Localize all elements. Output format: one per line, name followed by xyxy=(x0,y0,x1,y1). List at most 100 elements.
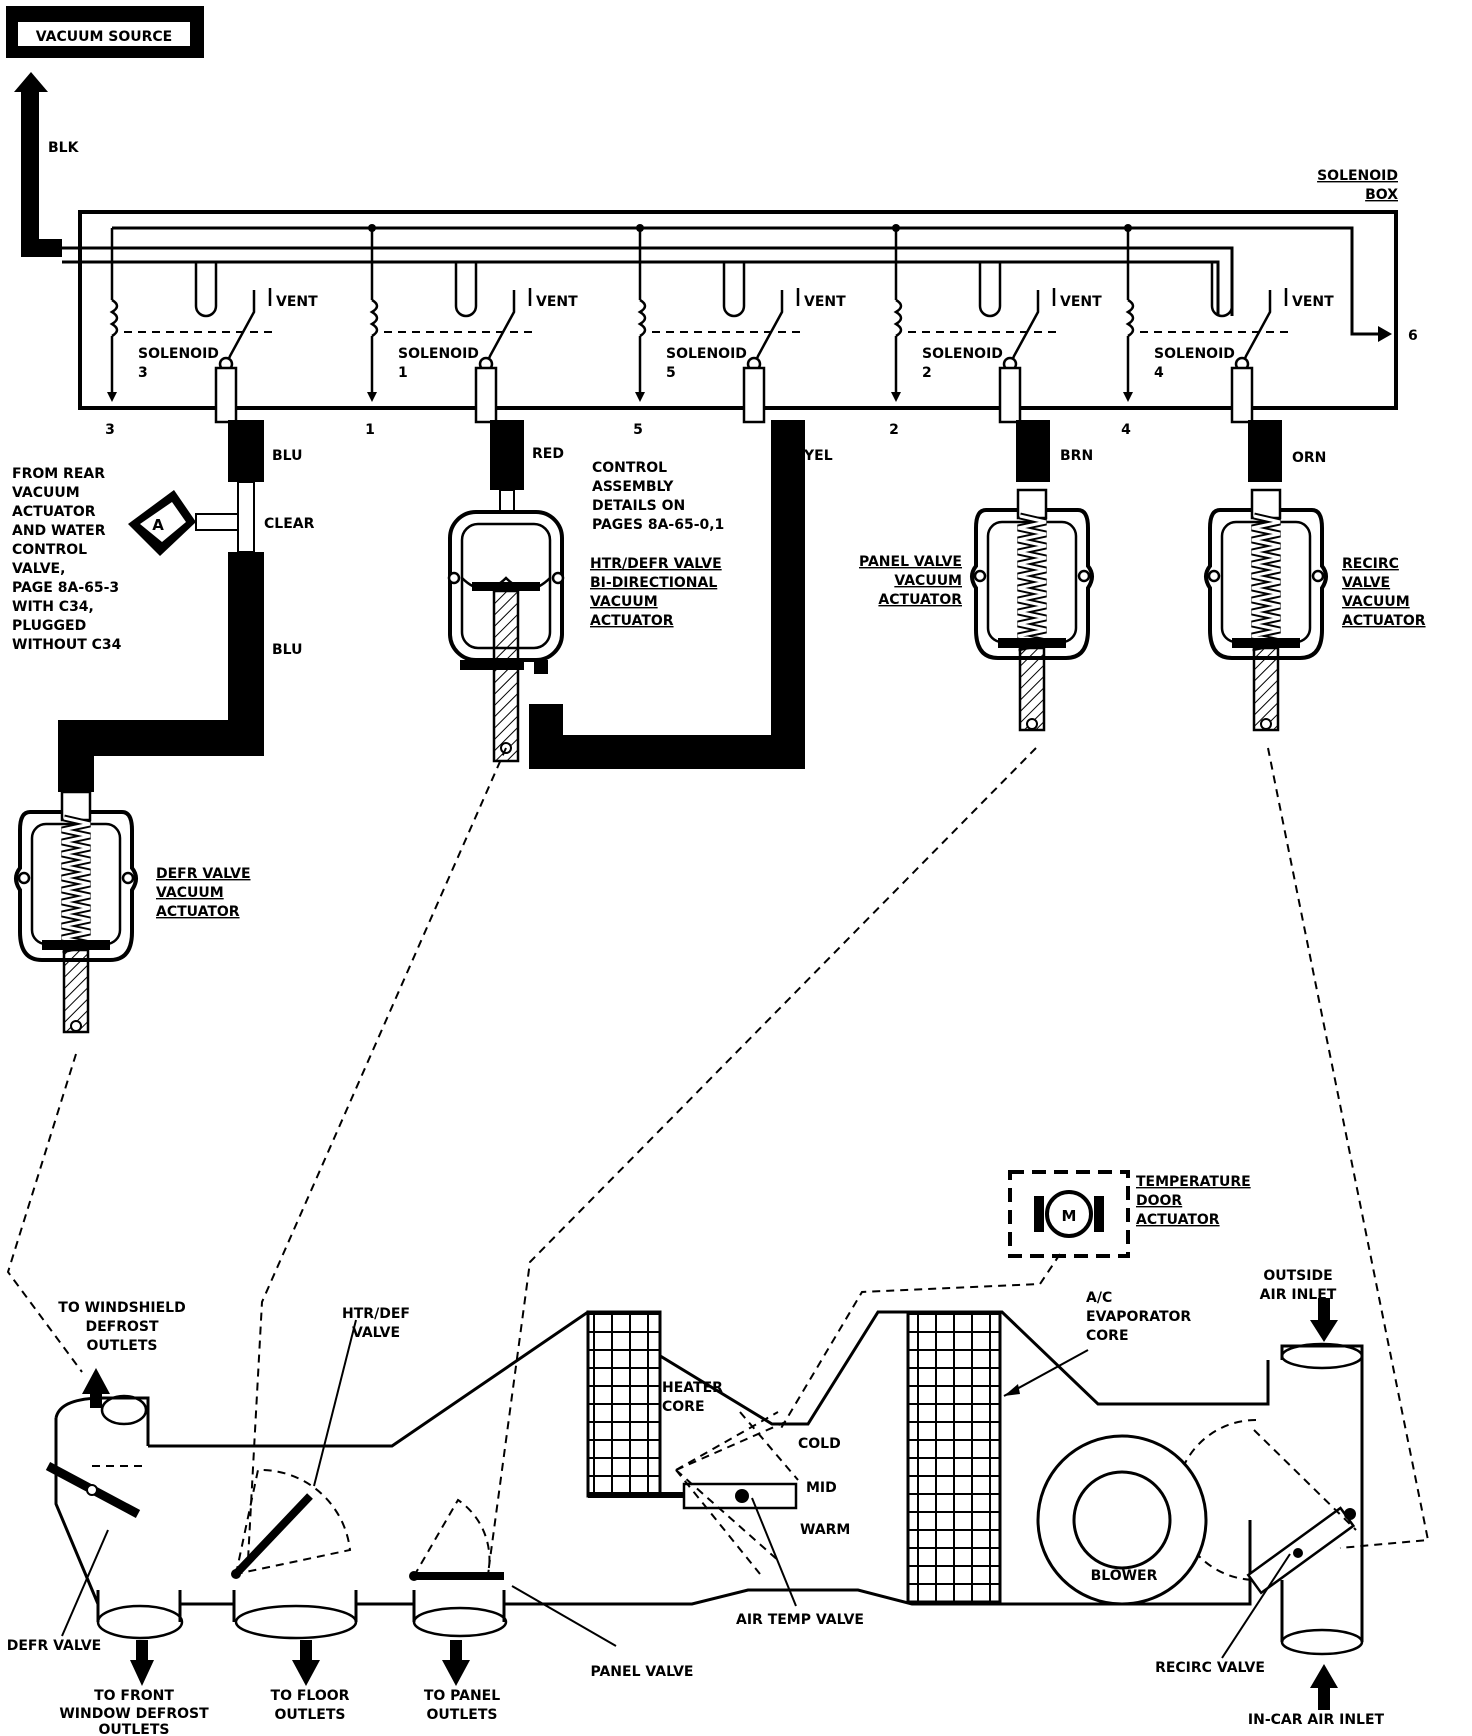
linkage-lines xyxy=(6,747,1430,1575)
svg-text:DOOR: DOOR xyxy=(1136,1193,1182,1209)
svg-text:PLUGGED: PLUGGED xyxy=(12,618,86,634)
panel-valve-actuator xyxy=(970,488,1094,732)
hvac-duct xyxy=(54,1310,1364,1656)
svg-text:DETAILS ON: DETAILS ON xyxy=(592,498,685,514)
svg-text:FROM REAR: FROM REAR xyxy=(12,466,105,482)
vacuum-source-box: VACUUM SOURCE xyxy=(6,6,204,58)
recirc-actuator-label: RECIRC VALVE VACUUM ACTUATOR xyxy=(1342,556,1426,629)
defr-valve-actuator xyxy=(14,790,138,1034)
port-label: 3 xyxy=(105,422,115,438)
svg-text:CONTROL: CONTROL xyxy=(592,460,667,476)
svg-text:WITHOUT C34: WITHOUT C34 xyxy=(12,637,122,653)
svg-text:COLD: COLD xyxy=(798,1436,841,1452)
svg-text:PANEL VALVE: PANEL VALVE xyxy=(591,1664,694,1680)
svg-text:RECIRC VALVE: RECIRC VALVE xyxy=(1155,1660,1265,1676)
port-6-label: 6 xyxy=(1408,328,1418,344)
svg-text:PAGES 8A-65-0,1: PAGES 8A-65-0,1 xyxy=(592,517,724,533)
svg-text:ACTUATOR: ACTUATOR xyxy=(12,504,96,520)
svg-text:ACTUATOR: ACTUATOR xyxy=(878,592,962,608)
solenoid-label: SOLENOID xyxy=(398,346,479,362)
svg-text:ACTUATOR: ACTUATOR xyxy=(590,613,674,629)
vent-label: VENT xyxy=(1292,294,1334,310)
vent-label: VENT xyxy=(804,294,846,310)
htr-defr-actuator-label: HTR/DEFR VALVE BI-DIRECTIONAL VACUUM ACT… xyxy=(590,556,722,629)
svg-text:VACUUM: VACUUM xyxy=(590,594,658,610)
svg-text:BI-DIRECTIONAL: BI-DIRECTIONAL xyxy=(590,575,717,591)
air-temp-valve xyxy=(675,1411,799,1575)
solenoid-number: 4 xyxy=(1154,365,1164,381)
svg-text:VALVE: VALVE xyxy=(352,1325,400,1341)
solenoid-label: SOLENOID xyxy=(922,346,1003,362)
brn-hose: BRN xyxy=(1016,420,1093,482)
svg-text:VALVE,: VALVE, xyxy=(12,561,65,577)
svg-text:ACTUATOR: ACTUATOR xyxy=(1342,613,1426,629)
svg-text:WINDOW DEFROST: WINDOW DEFROST xyxy=(59,1706,209,1722)
svg-text:PAGE 8A-65-3: PAGE 8A-65-3 xyxy=(12,580,119,596)
brn-label: BRN xyxy=(1060,448,1093,464)
htr-defr-bidirectional-actuator xyxy=(447,510,565,763)
svg-text:OUTSIDE: OUTSIDE xyxy=(1263,1268,1332,1284)
blk-label: BLK xyxy=(48,140,80,156)
yel-label: YEL xyxy=(803,448,833,464)
svg-text:A/C: A/C xyxy=(1086,1290,1112,1306)
svg-text:CORE: CORE xyxy=(662,1399,705,1415)
vent-label: VENT xyxy=(536,294,578,310)
svg-text:TO PANEL: TO PANEL xyxy=(424,1688,500,1704)
yel-hose: YEL xyxy=(529,420,833,769)
svg-text:VALVE: VALVE xyxy=(1342,575,1390,591)
svg-text:HEATER: HEATER xyxy=(662,1380,723,1396)
svg-text:ACTUATOR: ACTUATOR xyxy=(1136,1212,1220,1228)
duct-labels: TO WINDSHIELD DEFROST OUTLETS HTR/DEF VA… xyxy=(7,1268,1385,1736)
orn-hose: ORN xyxy=(1248,420,1326,482)
blu-hose: BLU CLEAR BLU xyxy=(58,420,315,792)
red-label: RED xyxy=(532,446,564,462)
svg-text:DEFROST: DEFROST xyxy=(85,1319,159,1335)
defr-valve-flap xyxy=(45,1462,148,1518)
svg-text:DEFR VALVE: DEFR VALVE xyxy=(156,866,251,882)
connector-a-label: A xyxy=(152,516,164,534)
svg-text:RECIRC: RECIRC xyxy=(1342,556,1399,572)
svg-text:AIR TEMP VALVE: AIR TEMP VALVE xyxy=(736,1612,864,1628)
solenoid-number: 2 xyxy=(922,365,932,381)
svg-text:CORE: CORE xyxy=(1086,1328,1129,1344)
connector-a: A xyxy=(128,490,196,556)
evaporator-core xyxy=(906,1310,1002,1604)
vacuum-actuators xyxy=(14,488,1328,1034)
recirc-valve-actuator xyxy=(1204,488,1328,732)
recirc-valve-flap xyxy=(1246,1429,1357,1595)
svg-text:AND WATER: AND WATER xyxy=(12,523,106,539)
svg-text:IN-CAR AIR INLET: IN-CAR AIR INLET xyxy=(1248,1712,1385,1728)
svg-text:TO FRONT: TO FRONT xyxy=(94,1688,174,1704)
svg-text:HTR/DEFR VALVE: HTR/DEFR VALVE xyxy=(590,556,722,572)
svg-text:MID: MID xyxy=(806,1480,837,1496)
pointer-lines xyxy=(61,1319,1291,1659)
svg-text:PANEL VALVE: PANEL VALVE xyxy=(859,554,962,570)
htr-def-valve-flap xyxy=(231,1468,352,1579)
svg-text:ASSEMBLY: ASSEMBLY xyxy=(592,479,674,495)
svg-text:TO WINDSHIELD: TO WINDSHIELD xyxy=(58,1300,185,1316)
svg-text:DEFR VALVE: DEFR VALVE xyxy=(7,1638,102,1654)
svg-text:OUTLETS: OUTLETS xyxy=(87,1338,158,1354)
port-label: 2 xyxy=(889,422,899,438)
svg-text:TO FLOOR: TO FLOOR xyxy=(271,1688,350,1704)
panel-valve-flap xyxy=(409,1498,504,1581)
note-from-rear: FROM REAR VACUUM ACTUATOR AND WATER CONT… xyxy=(12,466,122,653)
solenoid-number: 5 xyxy=(666,365,676,381)
port-label: 1 xyxy=(365,422,375,438)
panel-actuator-label: PANEL VALVE VACUUM ACTUATOR xyxy=(859,554,962,608)
solenoid-label: SOLENOID xyxy=(138,346,219,362)
svg-text:EVAPORATOR: EVAPORATOR xyxy=(1086,1309,1191,1325)
svg-text:TEMPERATURE: TEMPERATURE xyxy=(1136,1174,1251,1190)
temperature-door-actuator: M TEMPERATURE DOOR ACTUATOR xyxy=(1008,1170,1251,1258)
svg-text:OUTLETS: OUTLETS xyxy=(99,1722,170,1736)
svg-text:CONTROL: CONTROL xyxy=(12,542,87,558)
vent-label: VENT xyxy=(1060,294,1102,310)
blu-bottom-label: BLU xyxy=(272,642,302,658)
vacuum-source-label: VACUUM SOURCE xyxy=(36,29,173,45)
blower xyxy=(1036,1434,1208,1606)
